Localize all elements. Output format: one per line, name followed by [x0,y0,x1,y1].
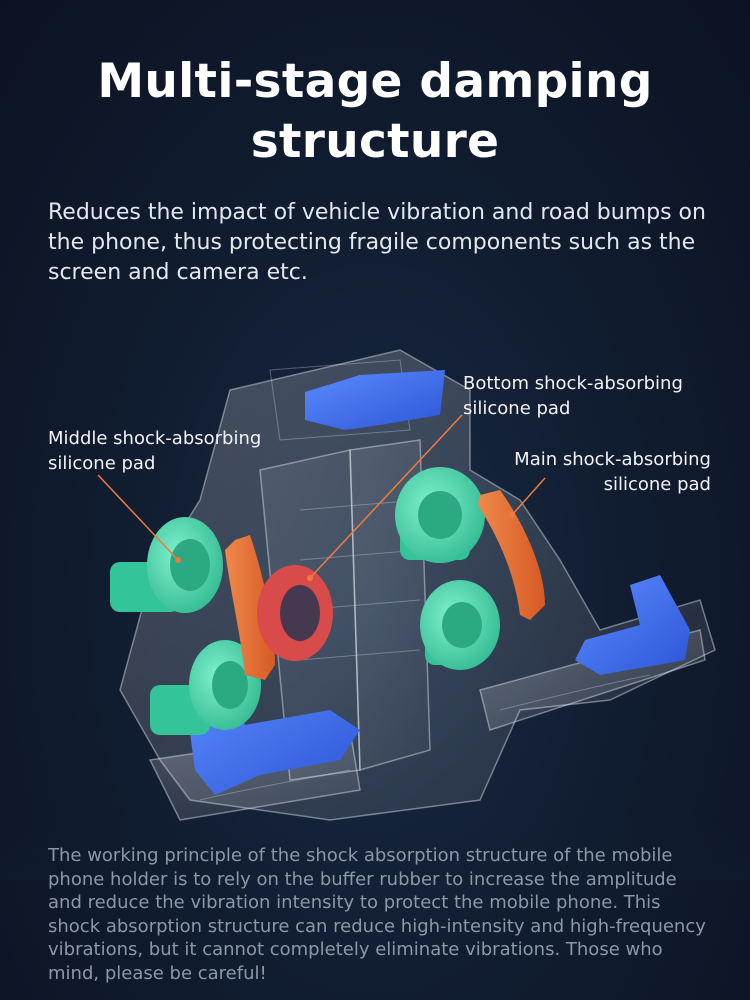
callout-main-pad: Main shock-absorbing silicone pad [440,447,711,497]
callout-middle-line-1: Middle shock-absorbing [48,428,262,449]
title-line-2: structure [250,114,500,169]
callout-main-line-2: silicone pad [603,474,711,495]
green-pad-bottom-left [150,640,261,735]
callout-middle-line-2: silicone pad [48,453,156,474]
callout-middle-pad: Middle shock-absorbing silicone pad [48,426,328,476]
housing-edges [199,359,651,801]
callout-bottom-line-2: silicone pad [463,398,571,419]
callout-bottom-pad: Bottom shock-absorbing silicone pad [463,371,733,421]
title-line-1: Multi-stage damping [97,54,653,109]
callout-main-line-1: Main shock-absorbing [514,449,711,470]
top-blue-clip [305,370,445,430]
right-blue-clip [575,575,690,675]
phone-holder-illustration [97,349,716,821]
orange-pad-left [225,535,275,680]
green-pad-left [110,517,223,613]
leader-dots [175,512,515,581]
red-silicone-ring [257,565,333,661]
green-pad-bottom-right [420,580,500,670]
disclaimer-note: The working principle of the shock absor… [48,845,706,984]
page-title: Multi-stage damping structure [0,52,750,172]
orange-pad-right [478,490,545,620]
green-pad-top-right [395,467,485,563]
subtitle: Reduces the impact of vehicle vibration … [48,200,706,285]
callout-bottom-line-1: Bottom shock-absorbing [463,373,683,394]
leader-lines [97,414,546,579]
